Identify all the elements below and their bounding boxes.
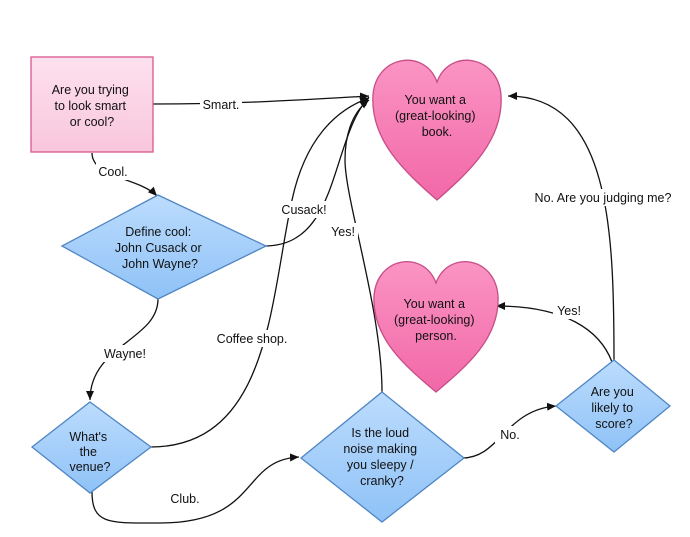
node-define-cool-line: John Wayne? [122,257,198,271]
node-define-cool: Define cool: John Cusack or John Wayne? [60,194,268,300]
node-venue: What's the venue? [30,401,153,494]
node-want-person-line: person. [415,329,457,343]
edge-yes-noise [344,99,383,393]
svg-text:You want a (great-lookin: You want a (great-looking) person. [394,297,478,343]
node-want-book-line: book. [422,125,453,139]
edge-club [91,453,300,524]
edge-label-smart: Smart. [203,98,240,112]
svg-text:Is the loud noise making: Is the loud noise making you sleepy / cr… [343,426,420,488]
node-want-person: You want a (great-looking) person. [373,261,499,393]
node-likely-score-line: Are you [591,385,634,399]
edge-label-cusack: Cusack! [281,203,326,217]
node-loud-noise-line: Is the loud [351,426,409,440]
node-start-line: Are you trying [52,83,129,97]
node-likely-score: Are you likely to score? [554,359,672,453]
svg-text:What's the venue?: What's the venue? [69,430,110,474]
node-likely-score-line: likely to [591,401,633,415]
edge-label-yes-score: Yes! [557,304,581,318]
node-define-cool-line: Define cool: [125,225,191,239]
edge-yes-score [495,302,613,363]
node-start-line: or cool? [70,115,115,129]
edge-no-judging [507,92,615,361]
edge-label-no-noise: No. [500,428,519,442]
edge-label-club: Club. [170,492,199,506]
edge-wayne [86,298,159,401]
node-venue-line: What's [69,430,107,444]
node-want-person-line: (great-looking) [394,313,475,327]
svg-text:Are you likely to: Are you likely to score? [591,385,638,431]
node-want-book-line: You want a [405,93,466,107]
node-likely-score-line: score? [595,417,633,431]
node-want-person-line: You want a [404,297,465,311]
node-start-line: to look smart [54,99,126,113]
edge-label-yes-noise: Yes! [331,225,355,239]
edge-coffee-shop [149,97,370,448]
node-define-cool-line: John Cusack or [115,241,202,255]
svg-text:Define cool: John Cusack: Define cool: John Cusack or John Wayne? [115,225,205,271]
node-loud-noise: Is the loud noise making you sleepy / cr… [299,391,466,523]
node-loud-noise-line: cranky? [360,474,404,488]
edge-label-no-judging: No. Are you judging me? [535,191,672,205]
node-start: Are you trying to look smart or cool? [30,56,154,153]
edge-label-cool: Cool. [98,165,127,179]
node-want-book: You want a (great-looking) book. [372,59,502,201]
node-venue-line: the [80,445,97,459]
edge-smart [152,92,370,105]
svg-text:You want a (great-lookin: You want a (great-looking) book. [395,93,479,139]
node-loud-noise-line: noise making [343,442,417,456]
node-want-book-line: (great-looking) [395,109,476,123]
edge-label-coffee-shop: Coffee shop. [217,332,288,346]
edge-cusack [264,96,370,247]
node-loud-noise-line: you sleepy / [347,458,414,472]
node-venue-line: venue? [69,460,110,474]
edge-label-wayne: Wayne! [104,347,146,361]
svg-text:Are you trying to look s: Are you trying to look smart or cool? [52,83,133,129]
